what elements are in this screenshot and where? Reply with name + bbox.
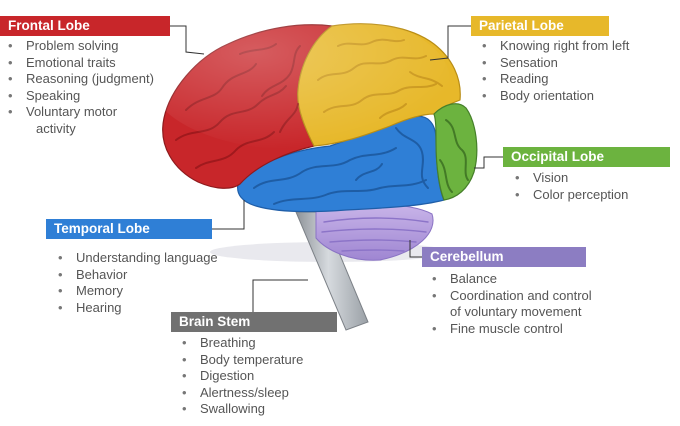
function-item: Body temperature bbox=[182, 352, 303, 369]
function-item: Reading bbox=[482, 71, 629, 88]
brain-stem-title: Brain Stem bbox=[171, 312, 337, 332]
function-item: Fine muscle control bbox=[432, 321, 592, 338]
cerebellum-functions: Balance Coordination and control of volu… bbox=[432, 271, 592, 337]
occipital-lobe-functions: Vision Color perception bbox=[515, 170, 628, 203]
function-item: Coordination and control bbox=[432, 288, 592, 305]
parietal-lobe-functions: Knowing right from left Sensation Readin… bbox=[482, 38, 629, 104]
function-item: Reasoning (judgment) bbox=[8, 71, 154, 88]
function-item: Memory bbox=[58, 283, 218, 300]
function-item: Color perception bbox=[515, 187, 628, 204]
function-item-continuation: activity bbox=[36, 120, 76, 136]
function-item: Sensation bbox=[482, 55, 629, 72]
frontal-lobe-functions: Problem solving Emotional traits Reasoni… bbox=[8, 38, 154, 138]
cerebellum-title: Cerebellum bbox=[422, 247, 586, 267]
frontal-lobe-title: Frontal Lobe bbox=[0, 16, 170, 36]
temporal-lobe-functions: Understanding language Behavior Memory H… bbox=[58, 250, 218, 316]
function-item: Body orientation bbox=[482, 88, 629, 105]
function-item: Emotional traits bbox=[8, 55, 154, 72]
function-item: Speaking bbox=[8, 88, 154, 105]
function-item: Alertness/sleep bbox=[182, 385, 303, 402]
function-item: Voluntary motor bbox=[8, 104, 154, 121]
function-item: Hearing bbox=[58, 300, 218, 317]
function-item: Breathing bbox=[182, 335, 303, 352]
function-item: Knowing right from left bbox=[482, 38, 629, 55]
occipital-lobe-shape bbox=[433, 103, 478, 201]
function-item: Balance bbox=[432, 271, 592, 288]
function-item: Vision bbox=[515, 170, 628, 187]
brain-stem-functions: Breathing Body temperature Digestion Ale… bbox=[182, 335, 303, 418]
cerebellum-folds bbox=[321, 217, 429, 252]
function-item: Digestion bbox=[182, 368, 303, 385]
occipital-lobe-title: Occipital Lobe bbox=[503, 147, 670, 167]
function-item-continuation: of voluntary movement bbox=[450, 304, 582, 320]
function-item: Behavior bbox=[58, 267, 218, 284]
brain-highlight bbox=[150, 10, 450, 150]
function-item: Understanding language bbox=[58, 250, 218, 267]
function-item: Swallowing bbox=[182, 401, 303, 418]
function-item: Problem solving bbox=[8, 38, 154, 55]
temporal-lobe-title: Temporal Lobe bbox=[46, 219, 212, 239]
parietal-lobe-title: Parietal Lobe bbox=[471, 16, 609, 36]
